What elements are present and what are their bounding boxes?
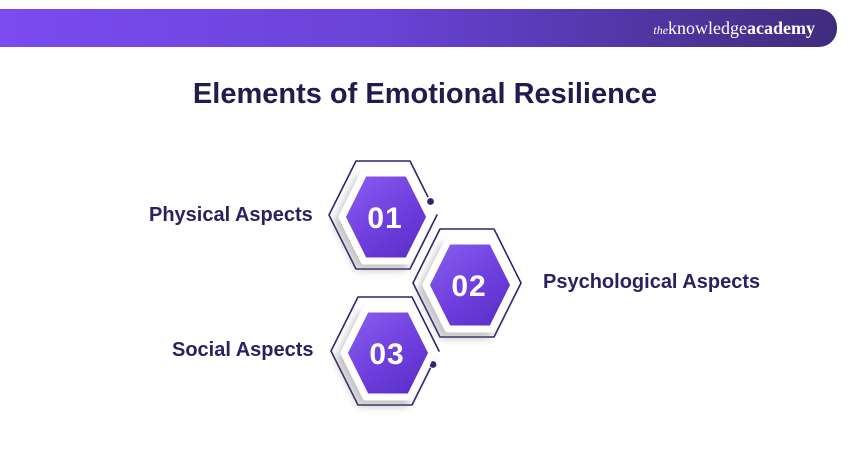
hexagon-3-end-dot — [429, 361, 437, 368]
hexagon-3-number: 03 — [369, 338, 404, 371]
label-social-aspects: Social Aspects — [172, 339, 314, 361]
label-psychological-aspects: Psychological Aspects — [543, 271, 761, 293]
header-bar: theknowledgeacademy — [0, 9, 837, 47]
hexagon-3-outline — [330, 296, 440, 406]
hexagon-2-fill — [422, 237, 518, 333]
hexagon-step-2: 02 — [412, 228, 522, 338]
logo-the: the — [653, 22, 669, 37]
brand-logo: theknowledgeacademy — [653, 18, 815, 39]
label-physical-aspects: Physical Aspects — [149, 204, 313, 226]
hexagon-1-fill — [338, 169, 434, 265]
hexagon-3-fill — [340, 305, 436, 401]
hexagon-1-outline — [328, 160, 438, 270]
hexagon-1-end-dot — [427, 198, 434, 205]
logo-knowledge: knowledge — [668, 17, 748, 38]
hexagon-2-outline — [412, 228, 522, 338]
hexagon-1-number: 01 — [367, 202, 402, 235]
logo-academy: academy — [747, 17, 815, 38]
hexagon-step-1: 01 — [328, 160, 438, 270]
page-title: Elements of Emotional Resilience — [192, 78, 658, 110]
hexagon-step-3: 03 — [330, 296, 440, 406]
hexagon-2-number: 02 — [451, 270, 486, 303]
